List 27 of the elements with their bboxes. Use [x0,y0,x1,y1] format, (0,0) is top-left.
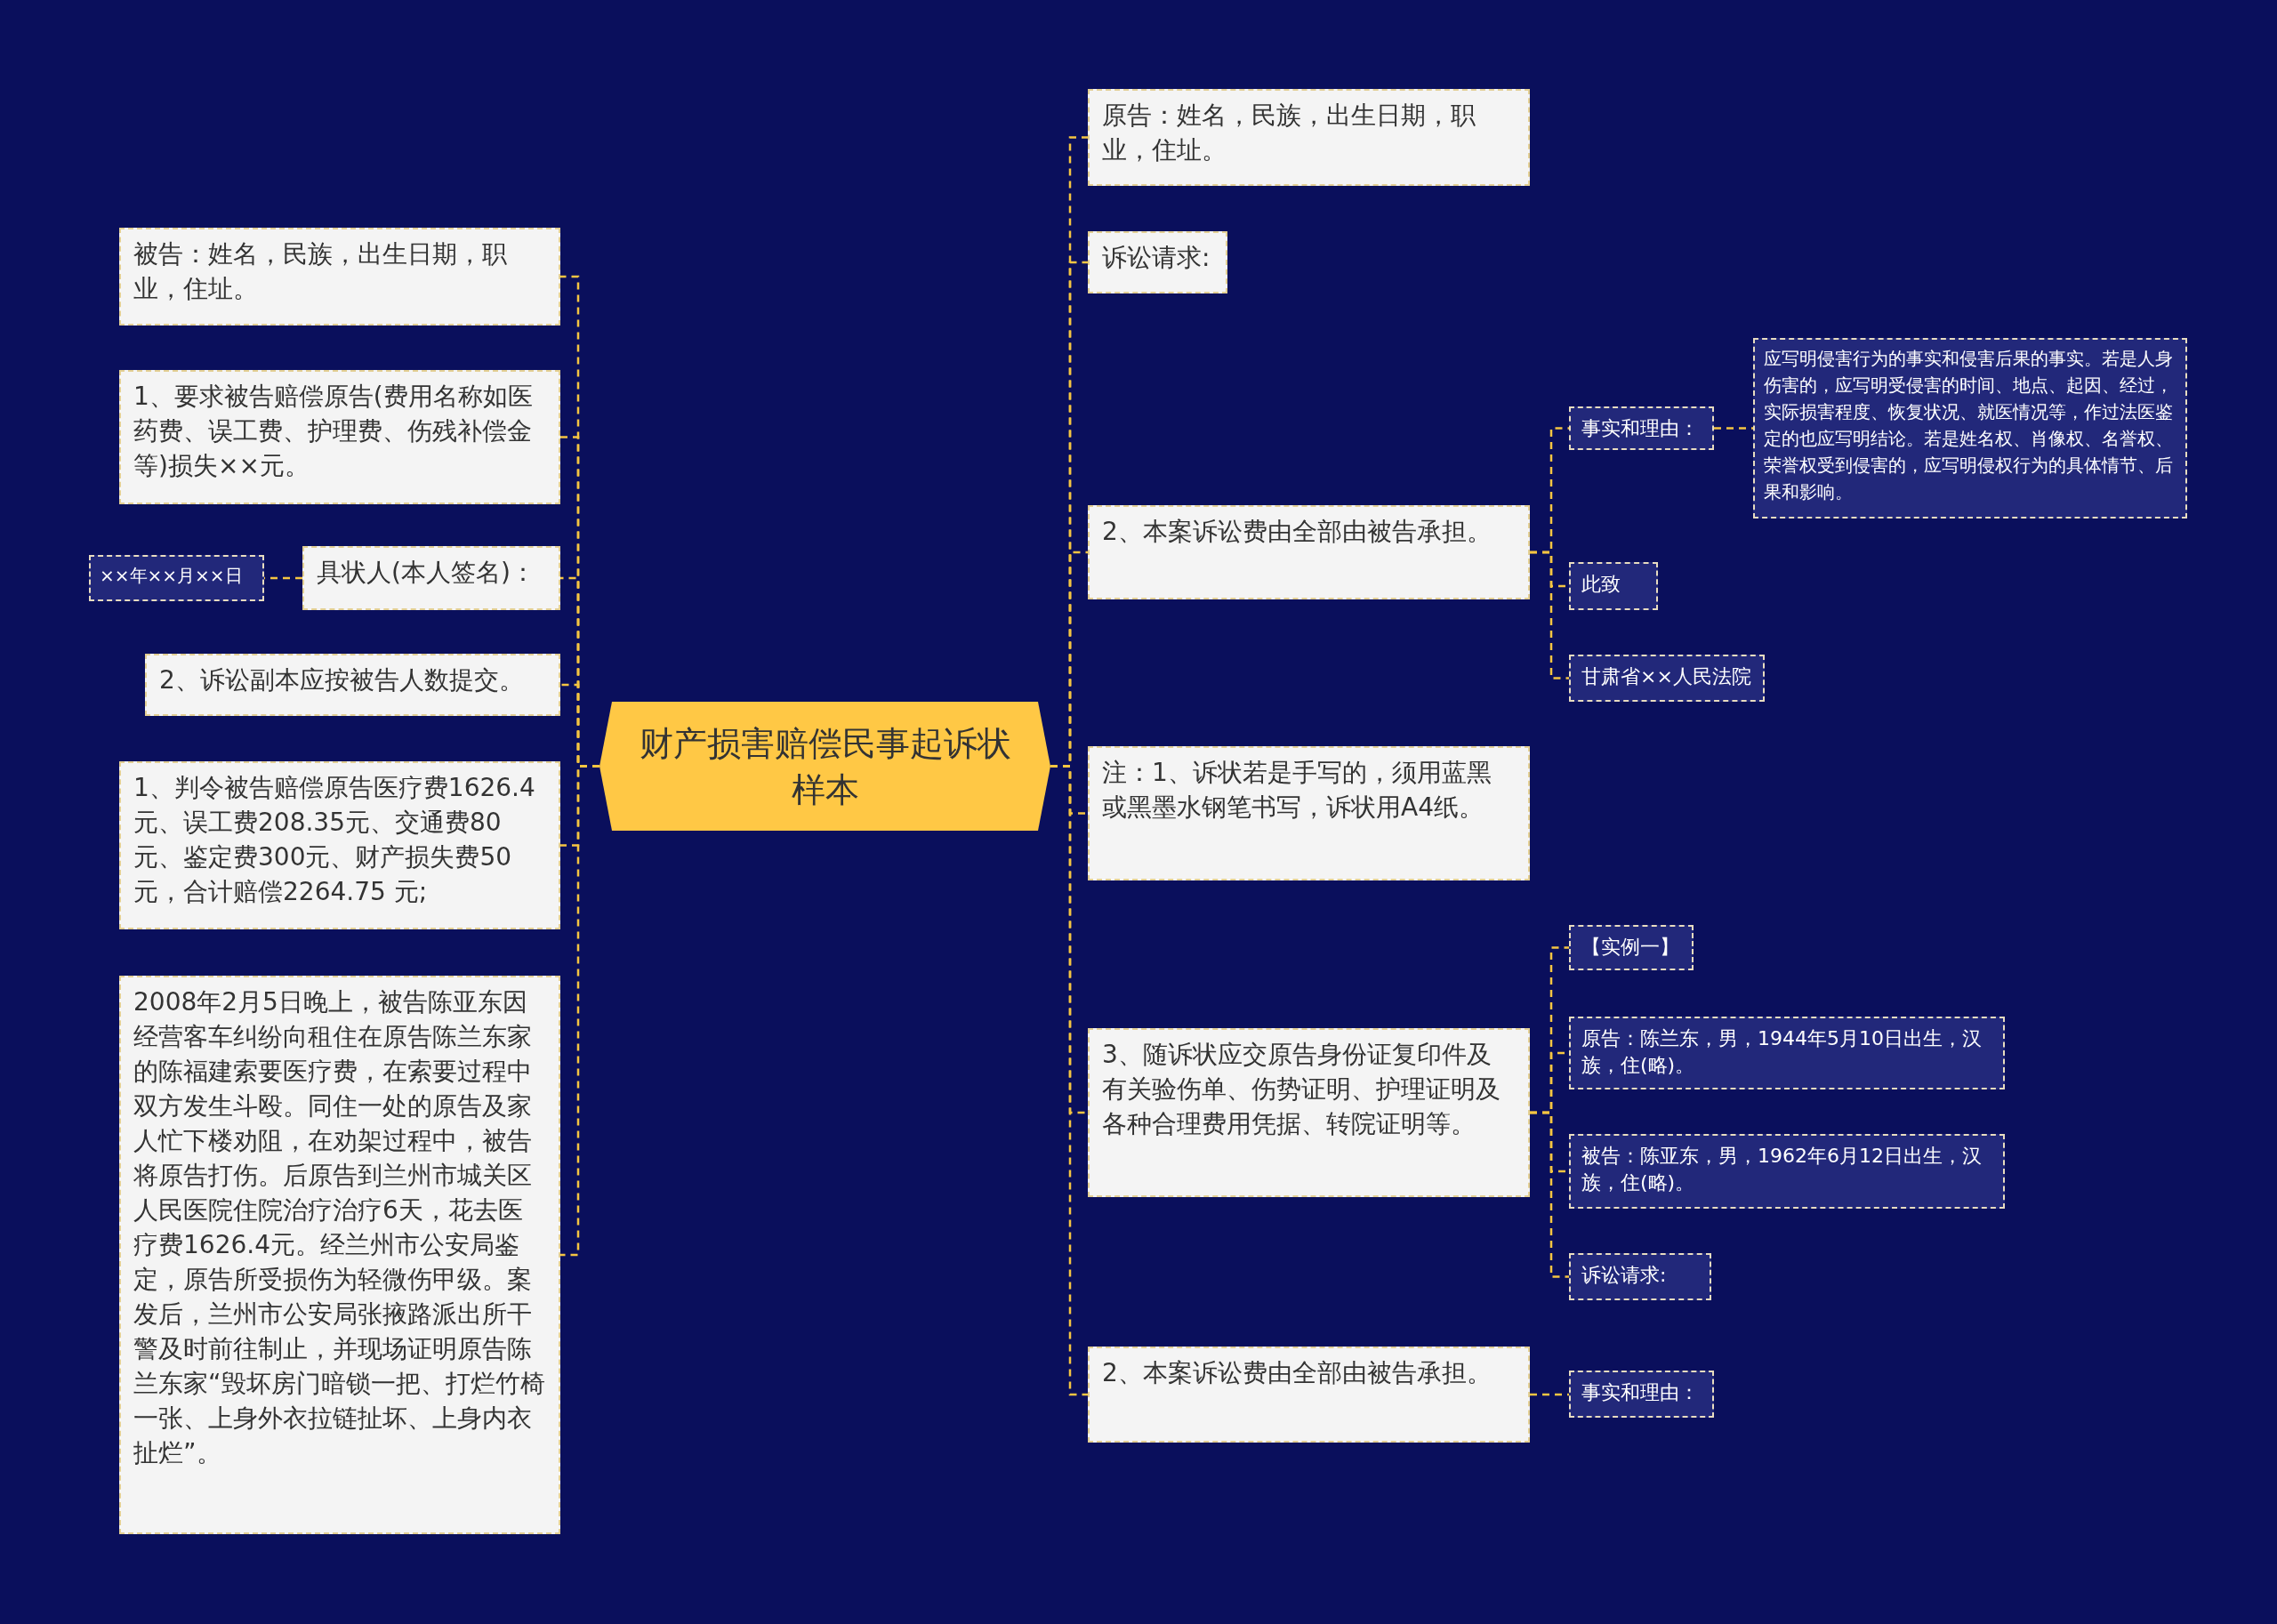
topic-box: 2008年2月5日晚上，被告陈亚东因经营客车纠纷向租住在原告陈兰东家的陈福建索要医疗费，在索要过程中双方发生斗殴。同住一处的原告及家人忙下楼劝阻，在劝架过程中，被告将原告打伤。后原告到兰州市城关区人民医院住院治疗治疗6天，花去医疗费1626.4元。经兰州市公安局鉴定，原告所受损伤为轻微伤甲级。案发后，兰州市公安局张掖路派出所干警及时前往制止，并现场证明原告陈兰东家“毁坏房门暗锁一把、打烂竹椅一张、上身外衣拉链扯坏、上身内衣扯烂”。 [119,976,560,1534]
subtopic-box: 事实和理由： [1569,406,1714,450]
note-box: 应写明侵害行为的事实和侵害后果的事实。若是人身伤害的，应写明受侵害的时间、地点、起因、经过，实际损害程度、恢复状况、就医情况等，作过法医鉴定的也应写明结论。若是姓名权、肖像权、名誉权、荣誉权受到侵害的，应写明侵权行为的具体情节、后果和影响。 [1753,338,2187,519]
central-topic: 财产损害赔偿民事起诉状样本 [599,702,1050,831]
topic-box: 1、判令被告赔偿原告医疗费1626.4元、误工费208.35元、交通费80元、鉴定费300元、财产损失费50元，合计赔偿2264.75 元; [119,761,560,929]
topic-box: 被告：姓名，民族，出生日期，职业，住址。 [119,228,560,326]
subtopic-box: 甘肃省××人民法院 [1569,655,1765,702]
subtopic-box: 【实例一】 [1569,925,1694,970]
topic-box: 3、随诉状应交原告身份证复印件及有关验伤单、伤势证明、护理证明及各种合理费用凭据、转院证明等。 [1088,1028,1530,1197]
topic-box: 具状人(本人签名)： [302,546,560,610]
topic-box: 2、诉讼副本应按被告人数提交。 [145,654,560,716]
topic-box: 1、要求被告赔偿原告(费用名称如医药费、误工费、护理费、伤残补偿金等)损失××元。 [119,370,560,504]
topic-box: 原告：姓名，民族，出生日期，职业，住址。 [1088,89,1530,186]
connector-line [1714,427,1753,430]
connector-line [1530,551,1569,679]
subtopic-box: 此致 [1569,562,1658,610]
subtopic-box: 被告：陈亚东，男，1962年6月12日出生，汉族，住(略)。 [1569,1134,2005,1209]
subtopic-box: ××年××月××日 [89,555,264,601]
subtopic-box: 诉讼请求: [1569,1253,1711,1300]
connector-line [1530,1393,1569,1396]
topic-box: 2、本案诉讼费由全部由被告承担。 [1088,1347,1530,1443]
connector-line [1530,1111,1569,1278]
subtopic-box: 事实和理由： [1569,1371,1714,1418]
topic-box: 2、本案诉讼费由全部由被告承担。 [1088,505,1530,599]
subtopic-box: 原告：陈兰东，男，1944年5月10日出生，汉族，住(略)。 [1569,1017,2005,1089]
topic-box: 注：1、诉状若是手写的，须用蓝黑或黑墨水钢笔书写，诉状用A4纸。 [1088,746,1530,880]
topic-box: 诉讼请求: [1088,231,1227,293]
